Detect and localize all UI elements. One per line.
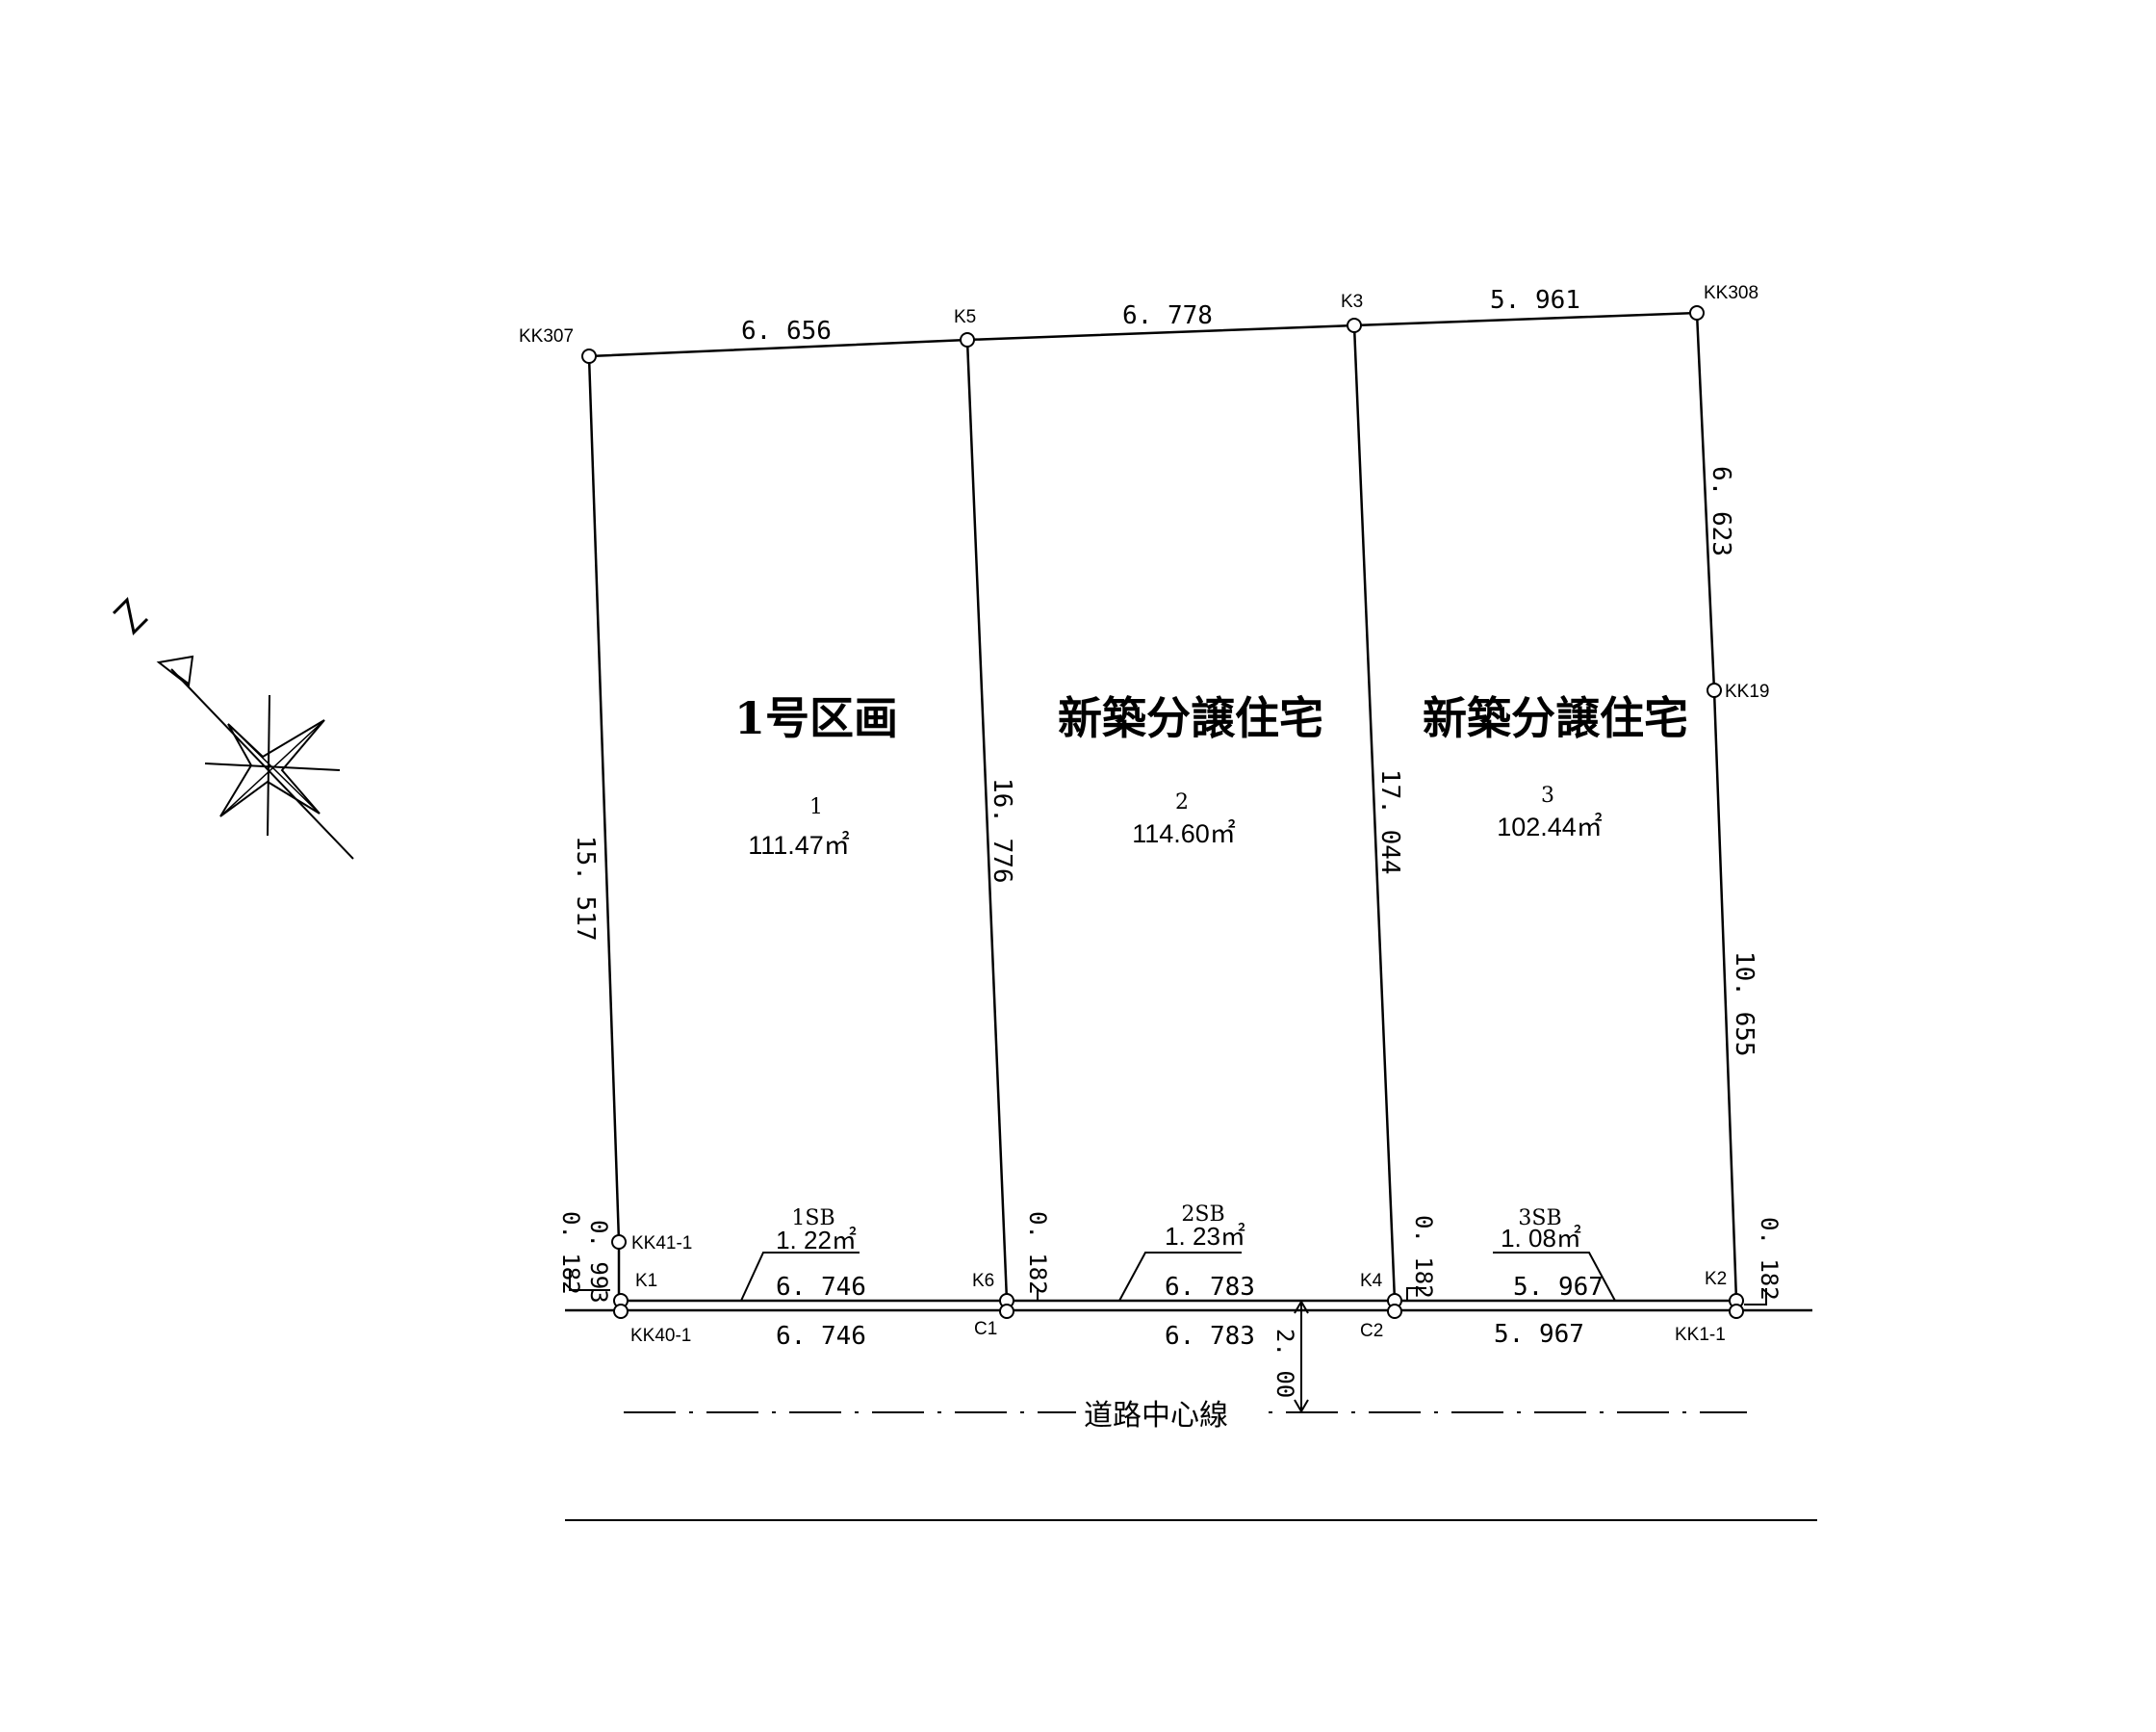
setback-3-area: 1. 08㎡ <box>1501 1224 1581 1253</box>
lot-3-area: 102.44㎡ <box>1497 813 1603 841</box>
point-kk307 <box>581 349 597 364</box>
label-kk40-1: KK40-1 <box>630 1326 691 1346</box>
dim-front-2: 6. 783 <box>1165 1273 1255 1302</box>
label-kk1-1: KK1-1 <box>1675 1325 1726 1345</box>
dim-road-3: 5. 967 <box>1494 1320 1584 1349</box>
dim-div-1: 16. 776 <box>988 778 1016 884</box>
north-arrow-icon <box>112 596 354 860</box>
dim-left: 15. 517 <box>571 836 600 942</box>
dim-road-2: 6. 783 <box>1165 1322 1255 1351</box>
dim-offset-kk41: 0. 993 <box>585 1220 612 1304</box>
dim-top-3: 5. 961 <box>1490 286 1580 315</box>
lot-labels: 1号区画 1 111.47㎡ 新築分譲住宅 2 114.60㎡ 新築分譲住宅 3… <box>734 692 1688 860</box>
setback-1-area: 1. 22㎡ <box>776 1226 857 1254</box>
setback-2-area: 1. 23㎡ <box>1165 1222 1245 1251</box>
label-kk308: KK308 <box>1704 283 1758 303</box>
point-kk19 <box>1707 683 1722 698</box>
dim-top-2: 6. 778 <box>1122 301 1213 330</box>
lot-boundaries <box>565 311 1817 1521</box>
lot-2-area: 114.60㎡ <box>1132 819 1236 848</box>
dim-right-lower: 10. 655 <box>1730 951 1758 1057</box>
lot-1-area: 111.47㎡ <box>748 831 850 860</box>
point-kk1-1 <box>1729 1304 1744 1319</box>
label-k3: K3 <box>1341 292 1363 312</box>
setback-leaders <box>569 1252 1767 1305</box>
setback-3-label: 3SB <box>1518 1206 1561 1230</box>
point-kk308 <box>1689 305 1705 321</box>
point-c1 <box>999 1304 1014 1319</box>
road-half-width-arrow <box>1294 1300 1309 1413</box>
label-kk41-1: KK41-1 <box>631 1233 692 1254</box>
dim-div-2: 17. 044 <box>1375 769 1404 875</box>
setback-1-label: 1SB <box>791 1206 834 1230</box>
dim-setback-width-k4: 0. 182 <box>1410 1215 1437 1299</box>
road-center-line-label: 道路中心線 <box>1084 1400 1228 1432</box>
point-k3 <box>1347 318 1362 333</box>
setback-2-label: 2SB <box>1181 1202 1224 1227</box>
label-kk19: KK19 <box>1725 682 1769 702</box>
label-k4: K4 <box>1360 1271 1383 1291</box>
label-k5: K5 <box>954 307 976 327</box>
road-center-label-background <box>1076 1396 1265 1431</box>
dimension-labels: 6. 656 6. 778 5. 961 15. 517 16. 776 17.… <box>557 286 1783 1398</box>
dim-right-upper: 6. 623 <box>1707 466 1735 556</box>
setback-labels: 1SB 1. 22㎡ 2SB 1. 23㎡ 3SB 1. 08㎡ <box>776 1202 1581 1254</box>
dim-setback-width-right: 0. 182 <box>1756 1217 1783 1301</box>
dim-road-1: 6. 746 <box>776 1322 866 1351</box>
label-k1: K1 <box>635 1271 657 1291</box>
dim-road-half-width: 2. 00 <box>1271 1329 1298 1398</box>
dim-front-1: 6. 746 <box>776 1273 866 1302</box>
label-c1: C1 <box>974 1319 997 1339</box>
label-c2: C2 <box>1360 1321 1383 1341</box>
label-k6: K6 <box>972 1271 994 1291</box>
survey-points <box>581 305 1744 1319</box>
lot-3-title: 新築分譲住宅 <box>1423 692 1688 744</box>
dim-setback-width-left: 0. 182 <box>557 1211 584 1295</box>
label-kk307: KK307 <box>519 326 574 347</box>
lot-1-number: 1 <box>809 795 823 819</box>
point-kk40-1 <box>613 1304 629 1319</box>
lot-2-title: 新築分譲住宅 <box>1058 692 1323 744</box>
label-k2: K2 <box>1705 1269 1727 1289</box>
point-labels: KK307 K5 K3 KK308 KK19 KK41-1 K1 KK40-1 … <box>519 283 1769 1346</box>
dim-front-3: 5. 967 <box>1513 1273 1604 1302</box>
point-kk41-1 <box>611 1234 627 1250</box>
point-k5 <box>960 332 975 348</box>
dim-setback-width-k6: 0. 182 <box>1024 1211 1051 1295</box>
dim-top-1: 6. 656 <box>741 317 832 346</box>
lot-3-number: 3 <box>1541 784 1554 808</box>
point-c2 <box>1387 1304 1402 1319</box>
lot-2-number: 2 <box>1175 790 1189 814</box>
lot-1-title: 1号区画 <box>734 692 898 744</box>
